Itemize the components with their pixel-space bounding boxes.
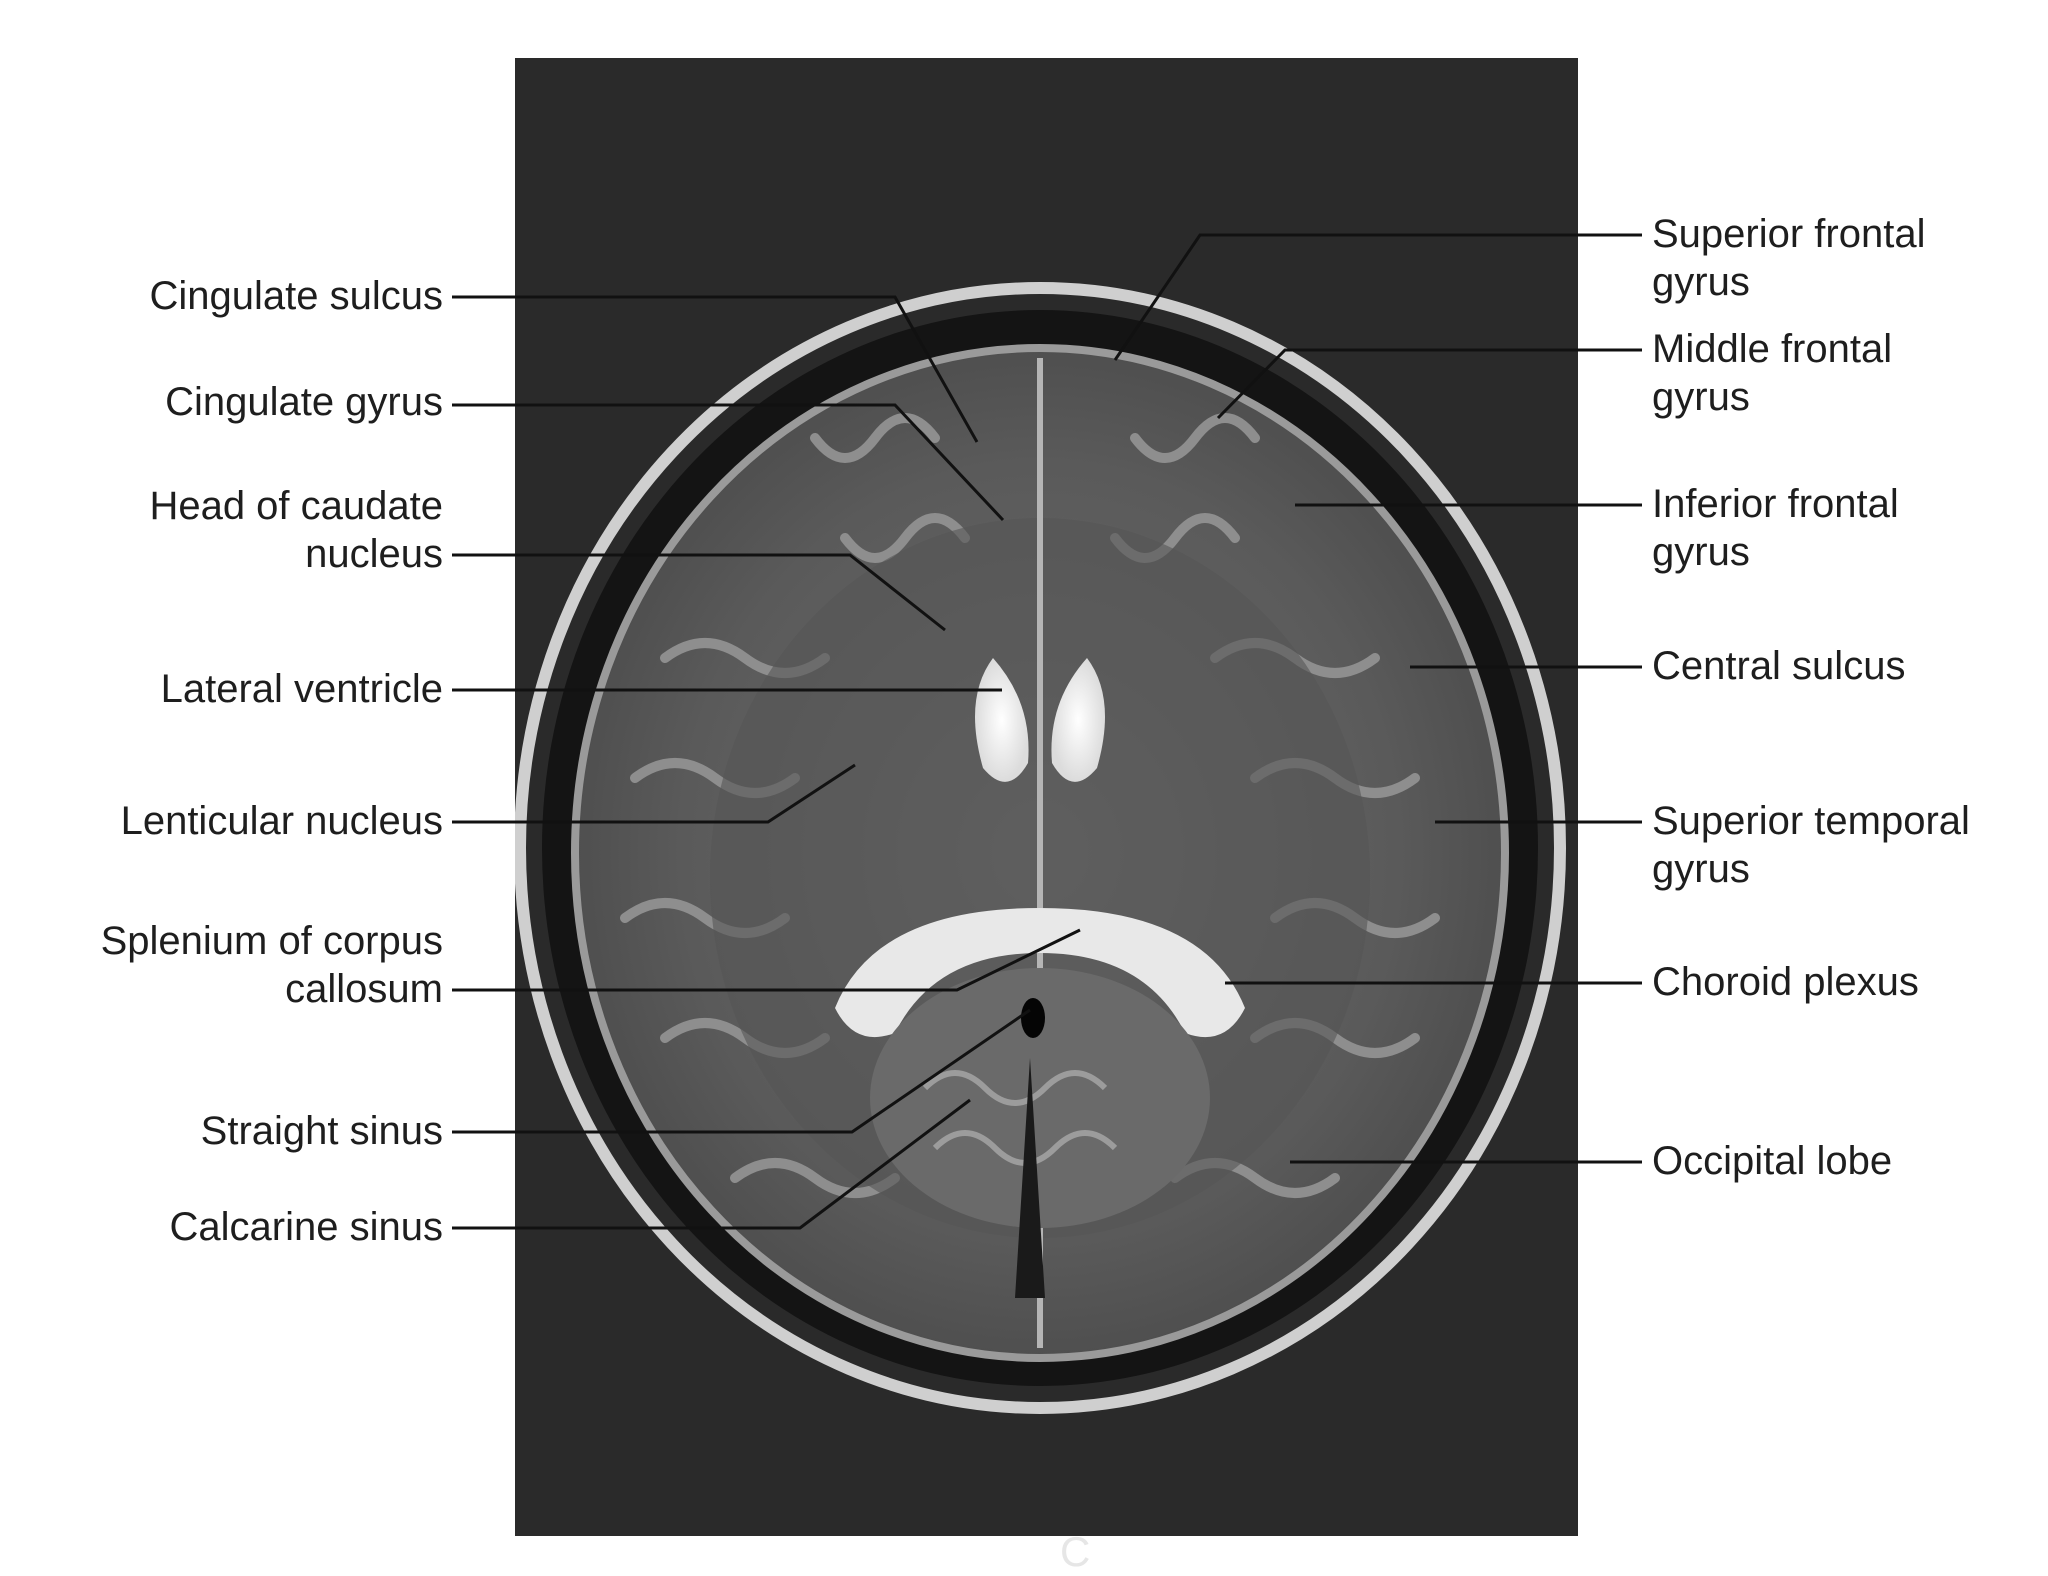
- label-straight-sinus: Straight sinus: [200, 1109, 443, 1153]
- label-cingulate-gyrus: Cingulate gyrus: [165, 380, 443, 424]
- leader-head-of-caudate: [452, 553, 946, 632]
- leader-middle-frontal: [1216, 348, 1642, 420]
- leader-calcarine-sinus: [452, 1098, 971, 1230]
- leader-lines: [452, 233, 1642, 1230]
- label-lateral-ventricle: Lateral ventricle: [160, 667, 443, 711]
- leader-lenticular-nucleus: [452, 763, 856, 824]
- label-cingulate-sulcus: Cingulate sulcus: [149, 274, 444, 318]
- label-lenticular-nucleus: Lenticular nucleus: [120, 799, 443, 843]
- posterior-csf-arc: [835, 908, 1245, 1038]
- leader-superior-frontal: [1113, 233, 1642, 361]
- label-inferior-frontal-gyrus: Inferior frontal gyrus: [1652, 482, 1899, 574]
- lateral-ventricle-right: [1051, 658, 1105, 782]
- scalp-ring: [515, 282, 1566, 1414]
- leader-cingulate-gyrus: [452, 403, 1005, 522]
- label-splenium-of-corpus-callosum: Splenium of corpus callosum: [100, 919, 443, 1011]
- label-calcarine-sinus: Calcarine sinus: [169, 1205, 443, 1249]
- mri-scan-image: C: [515, 58, 1578, 1575]
- label-central-sulcus: Central sulcus: [1652, 644, 1906, 688]
- label-middle-frontal-gyrus: Middle frontal gyrus: [1652, 327, 1893, 419]
- leader-straight-sinus: [452, 1008, 1031, 1134]
- label-superior-temporal-gyrus: Superior temporal gyrus: [1652, 799, 1970, 891]
- calcarine-wedge: [1015, 1058, 1045, 1298]
- straight-sinus-spot: [1021, 998, 1045, 1038]
- leader-splenium: [452, 928, 1081, 992]
- label-superior-frontal-gyrus: Superior frontal gyrus: [1652, 212, 1926, 304]
- label-choroid-plexus: Choroid plexus: [1652, 960, 1919, 1004]
- label-occipital-lobe: Occipital lobe: [1652, 1139, 1893, 1183]
- leader-cingulate-sulcus: [452, 295, 979, 443]
- brain-axial-slice: [515, 282, 1566, 1414]
- label-head-of-caudate-nucleus: Head of caudate nucleus: [149, 484, 443, 576]
